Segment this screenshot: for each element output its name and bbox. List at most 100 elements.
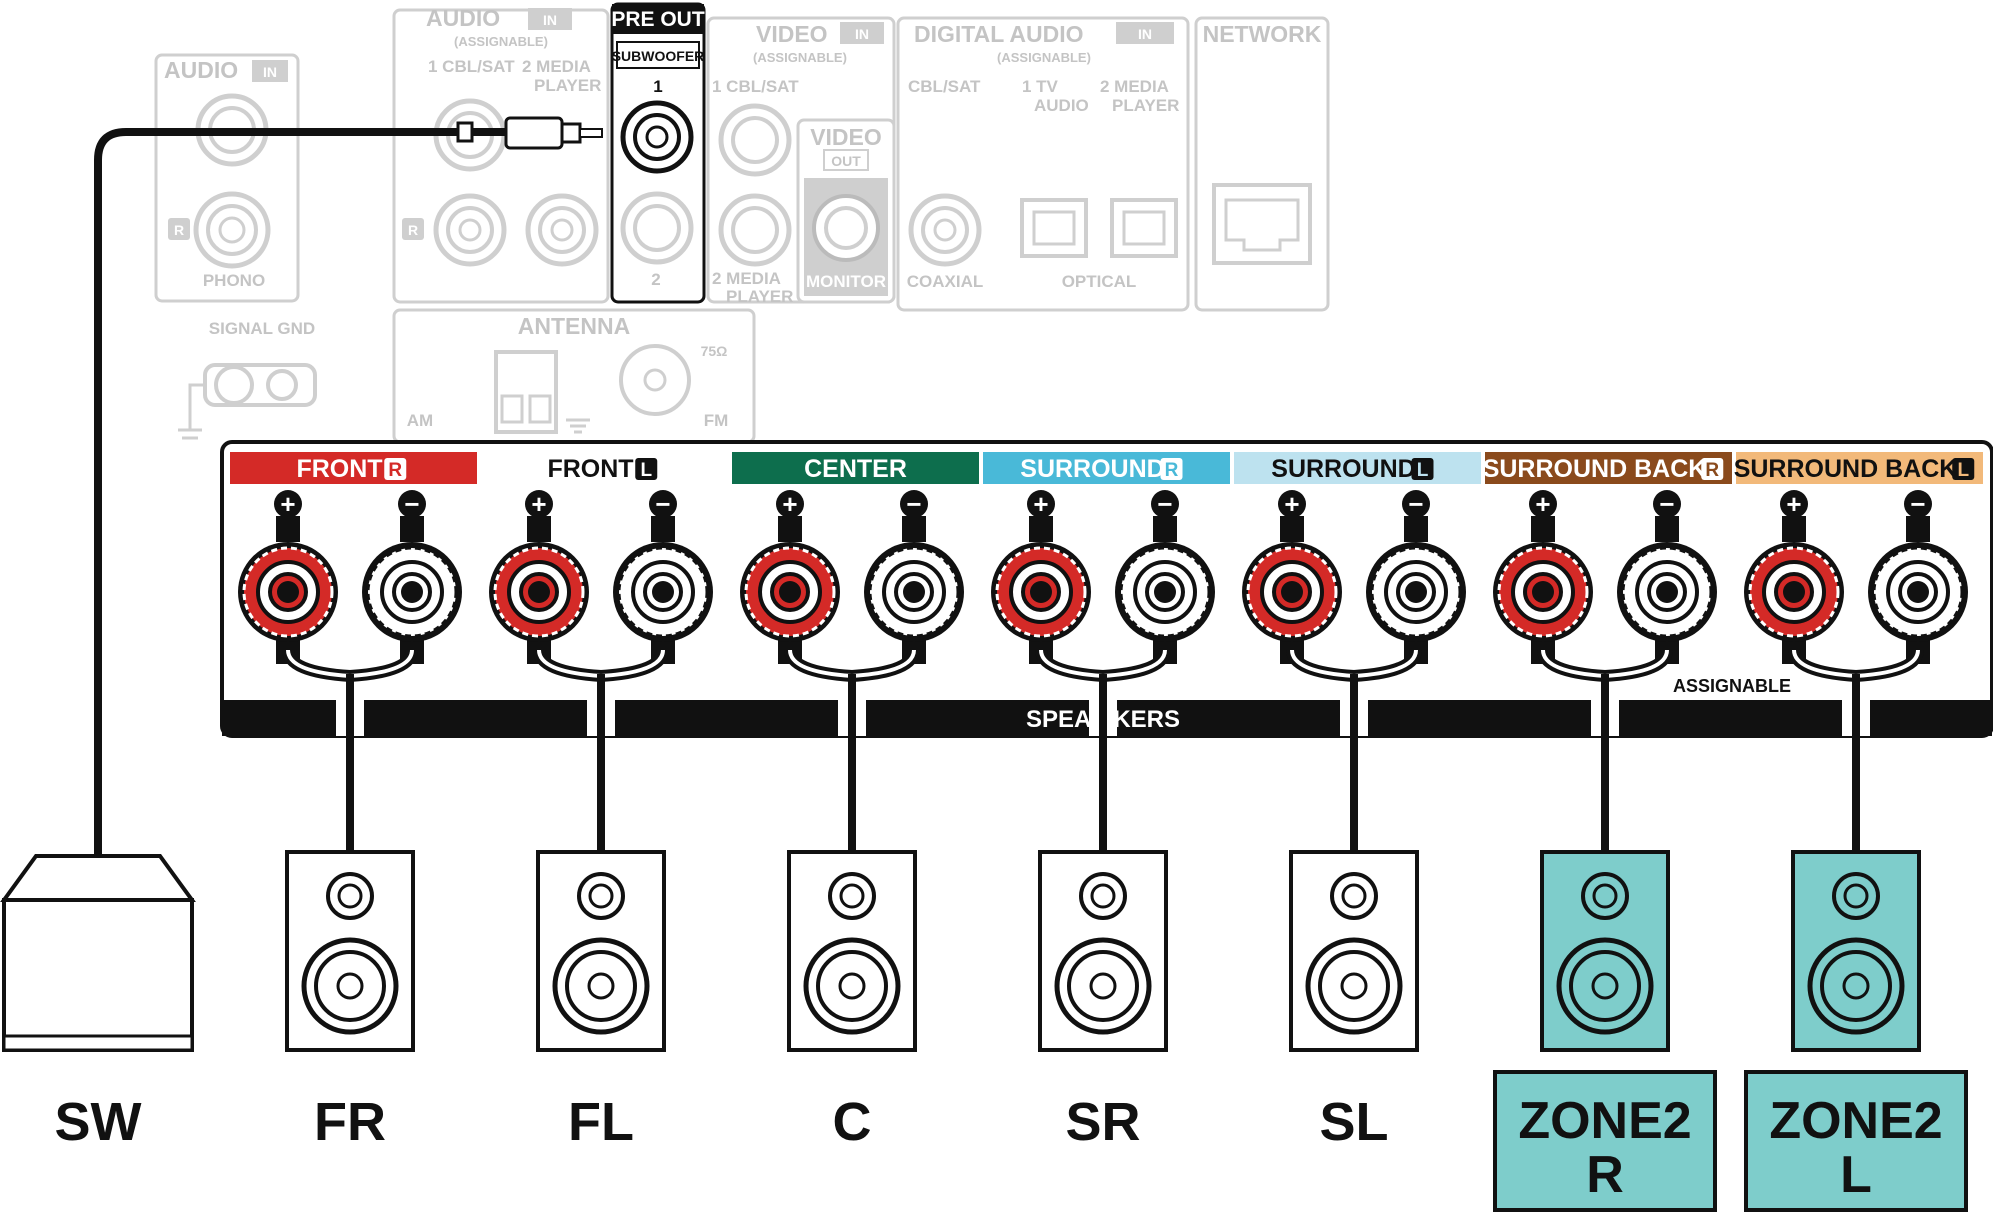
rear-panel-inputs: AUDIO IN R PHONO SIGNAL GND AUDIO IN [154,2,1330,444]
plus-marker-icon [1278,490,1306,518]
audio-in2-col2a: 2 MEDIA [522,57,591,76]
channel-badge: R [1705,460,1719,481]
channel-header-bar [1485,452,1732,484]
audio-in-badge: IN [263,64,277,80]
channel-header-bar [230,452,477,484]
channel-label: SURROUND [1271,455,1415,483]
channel-badge-box [1160,458,1183,480]
video-in-col2a: 2 MEDIA [712,269,781,288]
digital-audio-c3a: 2 MEDIA [1100,77,1169,96]
antenna-title: ANTENNA [518,313,630,339]
monitor-label: MONITOR [806,272,886,291]
video-in-col1: 1 CBL/SAT [712,77,799,96]
positive-terminal[interactable] [1242,542,1342,642]
negative-terminal[interactable] [1868,542,1968,642]
audio-in2-col1: 1 CBL/SAT [428,57,515,76]
video-in-col2b: PLAYER [726,287,793,306]
zone-label-box [1493,1070,1717,1212]
audio-in2-assignable: (ASSIGNABLE) [454,34,548,49]
channel-badge-box [1952,458,1975,480]
plus-marker-icon [274,490,302,518]
plus-sign: + [1786,489,1801,519]
digital-audio-c1: CBL/SAT [908,77,981,96]
minus-sign: − [906,489,921,519]
channel-badge-box [1701,458,1724,480]
channel-badge: L [1417,460,1429,481]
minus-sign: − [1910,489,1925,519]
positive-terminal[interactable] [1744,542,1844,642]
optical-label: OPTICAL [1062,272,1137,291]
positive-terminal[interactable] [740,542,840,642]
pre-out-group: PRE OUT SUBWOOFER 1 2 [610,2,706,304]
plus-marker-icon [776,490,804,518]
speaker-fl: FL [536,850,666,1152]
phono-label: PHONO [203,271,265,290]
speaker-code: FR [314,1092,386,1152]
channel-label: CENTER [804,455,907,483]
plus-sign: + [1284,489,1299,519]
plus-sign: + [531,489,546,519]
zone-label-line2: R [1586,1146,1624,1204]
positive-terminal[interactable] [238,542,338,642]
zone-label-line1: ZONE2 [1769,1092,1942,1150]
negative-terminal[interactable] [362,542,462,642]
minus-marker-icon [649,490,677,518]
negative-terminal[interactable] [864,542,964,642]
digital-audio-title: DIGITAL AUDIO [914,21,1084,47]
negative-terminal[interactable] [613,542,713,642]
audio-in-r-badge: R [174,222,184,238]
speaker-code: C [833,1092,872,1152]
negative-terminal[interactable] [1617,542,1717,642]
digital-audio-c2a: 1 TV [1022,77,1059,96]
minus-sign: − [1659,489,1674,519]
plus-sign: + [1033,489,1048,519]
subwoofer-label: SUBWOOFER [612,48,705,64]
channel-label: FRONT [296,455,382,483]
network-title: NETWORK [1203,21,1322,47]
subwoofer-speaker: SW [0,854,196,1152]
plus-marker-icon [525,490,553,518]
speaker-c: C [787,850,917,1152]
audio-in-title: AUDIO [164,57,238,83]
plus-marker-icon [1529,490,1557,518]
video-in-badge: IN [855,26,869,42]
channel-center: CENTER+ − [732,452,979,856]
signal-gnd-group: SIGNAL GND [178,319,317,440]
audio-in2-r-badge: R [408,222,418,238]
channel-badge-box [1411,458,1434,480]
plus-marker-icon [1780,490,1808,518]
audio-in-phono-group: AUDIO IN R PHONO [154,53,300,303]
network-group: NETWORK [1194,16,1330,312]
positive-terminal[interactable] [1493,542,1593,642]
coaxial-label: COAXIAL [907,272,984,291]
audio-in2-col2b: PLAYER [534,76,601,95]
channel-header-bar [732,452,979,484]
pre-out-title: PRE OUT [611,8,705,31]
video-out-group: VIDEO OUT MONITOR [796,118,896,304]
channel-badge: R [388,460,402,481]
channel-badge: R [1165,460,1179,481]
fm-label: FM [704,411,729,430]
minus-marker-icon [1653,490,1681,518]
negative-terminal[interactable] [1115,542,1215,642]
assignable-label: ASSIGNABLE [1673,676,1791,696]
channel-badge-box [384,458,407,480]
minus-sign: − [655,489,670,519]
plus-sign: + [782,489,797,519]
negative-terminal[interactable] [1366,542,1466,642]
positive-terminal[interactable] [991,542,1091,642]
channel-header-bar [1234,452,1481,484]
positive-terminal[interactable] [489,542,589,642]
video-in-title: VIDEO [756,21,828,47]
